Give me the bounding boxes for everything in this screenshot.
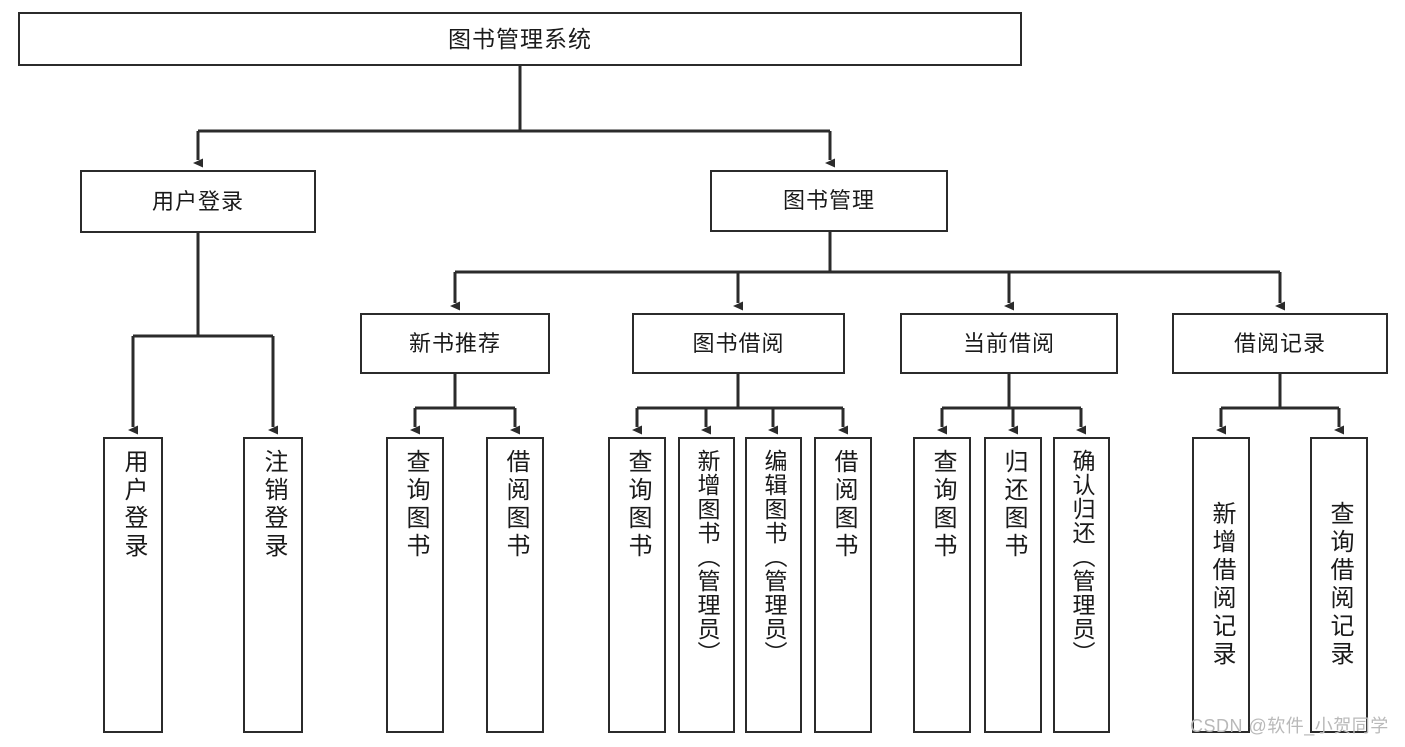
leaf-confirm-return[interactable]: 确认归还（管理员） (1053, 437, 1110, 733)
leaf-user-logout[interactable]: 注销登录 (243, 437, 303, 733)
node-new-book-rec-label: 新书推荐 (408, 330, 501, 356)
leaf-edit-book-label: 编辑图书（管理员） (761, 449, 787, 665)
leaf-user-login[interactable]: 用户登录 (103, 437, 163, 733)
leaf-query-book-2[interactable]: 查询图书 (608, 437, 666, 733)
node-book-manage-label: 图书管理 (782, 188, 875, 213)
node-borrow-record[interactable]: 借阅记录 (1172, 313, 1388, 374)
node-root[interactable]: 图书管理系统 (18, 12, 1022, 66)
leaf-user-login-label: 用户登录 (120, 449, 147, 561)
node-current-borrow[interactable]: 当前借阅 (900, 313, 1118, 374)
leaf-borrow-book-2-label: 借阅图书 (830, 449, 857, 561)
node-book-borrow[interactable]: 图书借阅 (632, 313, 845, 374)
leaf-edit-book[interactable]: 编辑图书（管理员） (745, 437, 802, 733)
leaf-user-logout-label: 注销登录 (260, 449, 287, 561)
leaf-borrow-book-2[interactable]: 借阅图书 (814, 437, 872, 733)
node-user-login-label: 用户登录 (151, 188, 244, 214)
leaf-add-book-label: 新增图书（管理员） (694, 449, 720, 665)
leaf-query-book-3[interactable]: 查询图书 (913, 437, 971, 733)
leaf-query-record[interactable]: 查询借阅记录 (1310, 437, 1368, 733)
leaf-query-book-1-label: 查询图书 (402, 449, 429, 561)
leaf-confirm-return-label: 确认归还（管理员） (1069, 449, 1095, 665)
csdn-watermark: CSDN @软件_小贺同学 (1190, 716, 1389, 736)
leaf-add-book[interactable]: 新增图书（管理员） (678, 437, 735, 733)
node-current-borrow-label: 当前借阅 (962, 330, 1055, 356)
leaf-return-book-label: 归还图书 (1000, 449, 1027, 561)
leaf-query-book-3-label: 查询图书 (929, 449, 956, 561)
leaf-add-record-label: 新增借阅记录 (1208, 501, 1235, 669)
node-user-login[interactable]: 用户登录 (80, 170, 316, 233)
leaf-query-book-1[interactable]: 查询图书 (386, 437, 444, 733)
node-borrow-record-label: 借阅记录 (1233, 330, 1326, 356)
node-book-manage[interactable]: 图书管理 (710, 170, 948, 232)
node-book-borrow-label: 图书借阅 (692, 330, 785, 356)
leaf-add-record[interactable]: 新增借阅记录 (1192, 437, 1250, 733)
leaf-borrow-book-1[interactable]: 借阅图书 (486, 437, 544, 733)
leaf-query-book-2-label: 查询图书 (624, 449, 651, 561)
leaf-query-record-label: 查询借阅记录 (1326, 501, 1353, 669)
leaf-borrow-book-1-label: 借阅图书 (502, 449, 529, 561)
leaf-return-book[interactable]: 归还图书 (984, 437, 1042, 733)
node-new-book-rec[interactable]: 新书推荐 (360, 313, 550, 374)
node-root-label: 图书管理系统 (448, 25, 592, 52)
